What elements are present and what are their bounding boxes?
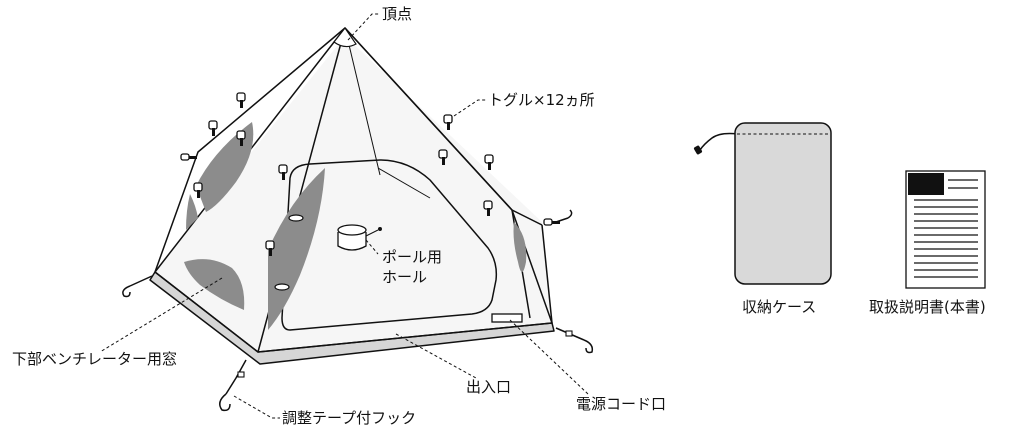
toggle [193,182,203,198]
toggle [180,153,197,161]
drawcord [699,132,739,151]
right-vent [513,222,527,272]
adjust-hooks [122,209,594,412]
side-vent-upper [196,122,254,212]
hook [122,275,153,298]
side-vent-lower [186,194,198,230]
pole-hole [337,224,382,251]
label-entrance: 出入口 [466,378,511,396]
toggle [483,200,493,216]
toggle [236,92,246,108]
hook [219,359,247,412]
toggle [265,240,275,256]
tent-floor [155,36,552,352]
label-power-cord-port: 電源コード口 [576,395,666,413]
toggle [484,154,494,170]
hook [555,209,573,223]
labels: 頂点 トグル×12ヵ所 ポール用 ホール 下部ベンチレーター用窓 出入口 電源コ… [12,5,986,427]
label-adjust-hook: 調整テープ付フック [282,409,416,427]
label-storage-case: 収納ケース [742,298,816,316]
toggle [443,114,453,130]
toggle [438,149,448,165]
leader-lines [99,13,589,419]
instruction-manual [905,170,986,289]
storage-case [693,122,832,285]
label-pole-hole-line1: ポール用 [382,248,442,266]
label-pole-hole-line2: ホール [382,268,427,286]
label-apex: 頂点 [382,5,412,23]
toggle [236,130,246,146]
toggle [208,120,218,136]
toggle [543,218,560,226]
hook [555,327,594,354]
entrance-door [281,159,498,331]
label-lower-vent: 下部ベンチレーター用窓 [12,350,177,368]
power-cord-port [491,313,523,323]
apex-cap [333,26,357,48]
tent [122,26,594,412]
toggle [278,164,288,180]
lower-ventilator-window [184,259,245,310]
toggles [180,92,560,256]
label-manual: 取扱説明書(本書) [869,298,986,316]
label-toggles: トグル×12ヵ所 [488,91,595,109]
